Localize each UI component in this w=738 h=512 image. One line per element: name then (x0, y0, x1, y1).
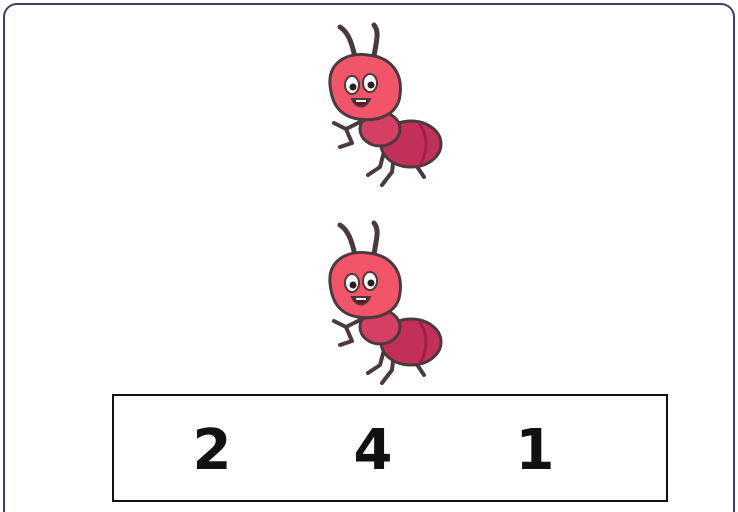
answer-option-4[interactable]: 4 (353, 418, 393, 483)
answer-option-1[interactable]: 1 (515, 418, 555, 483)
ant-icon (328, 220, 443, 385)
ant-icon (328, 22, 443, 187)
answer-option-2[interactable]: 2 (192, 418, 232, 483)
answer-options-box: 2 4 1 (112, 394, 668, 502)
